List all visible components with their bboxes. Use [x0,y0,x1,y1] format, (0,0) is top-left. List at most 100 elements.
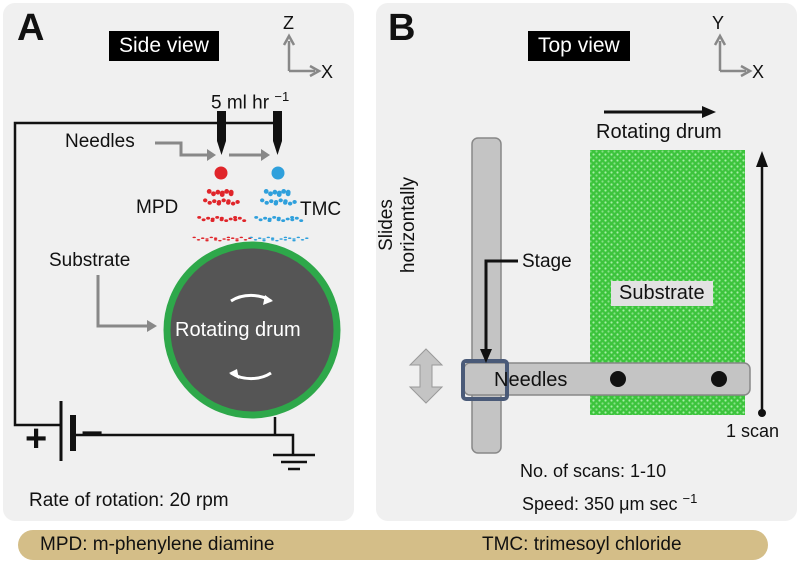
drum-label: Rotating drum [175,319,301,341]
spray-droplet [205,238,209,240]
spray-droplet [235,238,239,240]
spray-droplet [205,239,209,242]
spray-droplet [283,199,288,204]
needles-pointer-arrow [155,141,270,161]
spray-droplet [263,216,268,220]
spray-droplet [243,239,248,241]
spray-droplet [262,238,266,240]
spray-droplet [294,216,299,220]
spray-droplet [290,216,295,219]
scan-label: 1 scan [726,421,780,441]
spray-droplet [285,217,290,221]
spray-droplet [231,237,235,239]
spray-droplet [268,191,273,197]
spray-droplet [270,239,275,241]
battery-icon [43,401,81,461]
panel-side-view: A Side view Z X 5 ml hr −1 Needles MPD T… [3,3,354,521]
spray-droplet [278,198,283,203]
stage-label: Stage [522,251,572,272]
spray-droplet [221,198,226,203]
axis-z-label: Z [283,13,294,33]
mpd-label: MPD [136,197,179,218]
spray-droplet [213,237,218,239]
spray-droplet [296,236,300,239]
spray-droplet [212,199,217,204]
slide-double-arrow-icon [408,348,444,404]
spray-droplet [226,239,231,241]
spray-droplet [290,218,295,222]
spray-droplet [211,191,216,197]
rotation-rate-label: Rate of rotation: 20 rpm [29,490,229,511]
stage-mount [461,359,509,401]
spray-droplet [242,219,247,223]
spray-droplet [222,238,226,240]
spray-droplet [201,218,206,222]
tmc-droplet [271,166,285,180]
plus-sign: + [25,418,48,460]
panel-letter: B [388,7,416,49]
spray-droplet [279,238,283,240]
rotating-drum [163,241,341,419]
spray-droplet [299,219,304,223]
axis-icon [713,33,753,78]
spray-droplet [272,216,277,219]
mpd-droplet [214,166,228,180]
spray-droplet [288,237,292,239]
side-view-diagram [13,33,341,471]
spray-droplet [197,216,202,219]
spray-droplet [283,236,288,239]
drum-direction-arrow [604,106,716,118]
tmc-label: TMC [300,199,342,220]
speed-label: Speed: 350 μm sec −1 [522,491,698,514]
spray-droplet [260,198,265,203]
spray-droplet [276,216,281,220]
spray-droplet [226,236,231,239]
axis-x-label: X [321,62,334,82]
abbreviation-legend: MPD: m-phenylene diamine TMC: trimesoyl … [18,530,768,560]
spray-droplet [209,236,213,239]
needles-label: Needles [65,131,135,152]
spray-droplet [224,189,230,194]
spray-droplet [219,216,224,220]
spray-droplet [233,216,238,219]
spray-droplet [266,236,270,239]
spray-droplet [235,239,239,242]
legend-mpd: MPD: m-phenylene diamine [40,534,275,555]
spray-droplet [224,219,229,223]
drum-label: Rotating drum [596,121,722,143]
spray-droplet [253,239,258,241]
substrate-pointer-arrow [96,275,157,332]
spray-droplet [267,217,272,221]
spray-droplet [239,236,243,239]
spray-droplet [210,217,215,221]
slides-label: Slides horizontally [376,176,419,274]
spray-droplet [233,218,238,222]
spray-droplet [235,200,240,204]
spray-droplet [201,237,205,239]
spray-droplet [213,239,218,241]
substrate-label: Substrate [611,281,713,306]
spray-droplet [263,189,269,194]
spray-droplet [258,237,262,239]
spray-droplets [192,189,309,242]
spray-droplet [258,218,263,222]
axis-icon [282,33,322,78]
spray-droplet [254,216,259,219]
spray-droplet [273,200,279,204]
spray-droplet [203,198,208,203]
spray-droplet [192,236,196,239]
needle-mpd [217,111,226,155]
panel-letter: A [17,7,45,49]
spray-droplet [196,239,201,241]
needle-dot-2 [711,371,727,387]
axis-x-label: X [752,62,765,82]
scan-arrow [756,151,768,417]
spray-droplet [215,216,220,219]
spray-droplet [218,239,222,242]
panel-title: Top view [528,31,630,61]
spray-droplet [216,200,222,204]
stage-pointer-arrow [480,259,518,363]
scans-count-label: No. of scans: 1-10 [520,461,667,481]
spray-droplet [281,189,287,194]
spray-droplet [281,219,286,223]
